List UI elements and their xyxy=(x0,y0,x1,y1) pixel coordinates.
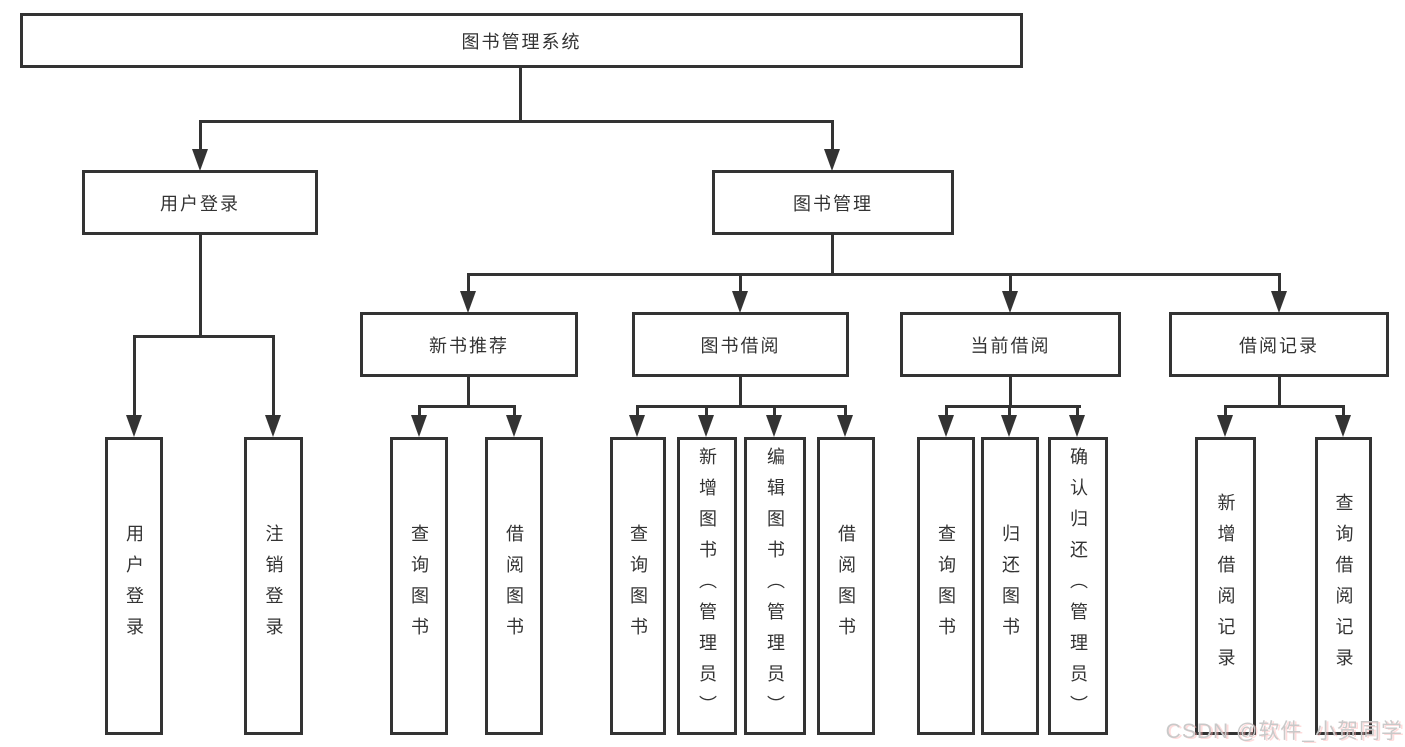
leaf-user-login-label: 用户登录 xyxy=(124,524,144,648)
connector-segment xyxy=(199,233,202,338)
leaf-current-query-books-label: 查询图书 xyxy=(936,524,956,648)
connector-segment xyxy=(945,405,948,418)
connector-segment xyxy=(1224,405,1227,418)
leaf-borrowing-borrow-books: 借阅图书 xyxy=(817,437,875,735)
arrowhead-icon xyxy=(732,291,748,313)
leaf-borrowing-add-books-admin: 新增图书（管理员） xyxy=(677,437,737,735)
connector-segment xyxy=(467,273,470,293)
arrowhead-icon xyxy=(837,415,853,437)
leaf-newbooks-borrow-books-label: 借阅图书 xyxy=(504,524,524,648)
connector-segment xyxy=(513,405,516,418)
leaf-borrowing-edit-books-admin-label: 编辑图书（管理员） xyxy=(765,446,785,726)
arrowhead-icon xyxy=(629,415,645,437)
arrowhead-icon xyxy=(506,415,522,437)
node-borrowing-records: 借阅记录 xyxy=(1169,312,1389,377)
leaf-current-confirm-return-admin-label: 确认归还（管理员） xyxy=(1068,446,1088,726)
arrowhead-icon xyxy=(698,415,714,437)
arrowhead-icon xyxy=(1217,415,1233,437)
connector-segment xyxy=(831,120,834,152)
node-root: 图书管理系统 xyxy=(20,13,1023,68)
node-book-management: 图书管理 xyxy=(712,170,954,235)
connector-segment xyxy=(945,405,1081,408)
node-new-book-recommendation: 新书推荐 xyxy=(360,312,578,377)
connector-segment xyxy=(1008,405,1011,418)
leaf-records-query-record-label: 查询借阅记录 xyxy=(1333,493,1354,679)
connector-segment xyxy=(133,335,136,417)
leaf-newbooks-borrow-books: 借阅图书 xyxy=(485,437,543,735)
arrowhead-icon xyxy=(1001,415,1017,437)
leaf-records-add-record-label: 新增借阅记录 xyxy=(1215,493,1236,679)
node-book-borrowing: 图书借阅 xyxy=(632,312,849,377)
watermark: CSDN @软件_小贺同学 xyxy=(1165,720,1403,743)
connector-segment xyxy=(272,335,275,417)
node-current-borrowing: 当前借阅 xyxy=(900,312,1121,377)
leaf-records-query-record: 查询借阅记录 xyxy=(1315,437,1372,735)
connector-segment xyxy=(1342,405,1345,418)
connector-segment xyxy=(1009,273,1012,293)
connector-segment xyxy=(1278,273,1281,293)
node-borrowing-records-label: 借阅记录 xyxy=(1239,335,1319,356)
connector-segment xyxy=(467,375,470,408)
arrowhead-icon xyxy=(766,415,782,437)
arrowhead-icon xyxy=(1002,291,1018,313)
leaf-borrowing-edit-books-admin: 编辑图书（管理员） xyxy=(744,437,806,735)
arrowhead-icon xyxy=(265,415,281,437)
connector-segment xyxy=(1076,405,1079,418)
arrowhead-icon xyxy=(1271,291,1287,313)
node-book-borrowing-label: 图书借阅 xyxy=(700,335,781,356)
leaf-current-query-books: 查询图书 xyxy=(917,437,975,735)
leaf-newbooks-query-books: 查询图书 xyxy=(390,437,448,735)
connector-segment xyxy=(636,405,639,418)
arrowhead-icon xyxy=(938,415,954,437)
node-root-label: 图书管理系统 xyxy=(461,31,582,52)
connector-segment xyxy=(636,405,846,408)
connector-segment xyxy=(739,273,742,293)
leaf-current-confirm-return-admin: 确认归还（管理员） xyxy=(1048,437,1108,735)
connector-segment xyxy=(467,273,1281,276)
leaf-borrowing-borrow-books-label: 借阅图书 xyxy=(836,524,856,648)
connector-segment xyxy=(199,120,834,123)
node-user-login-label: 用户登录 xyxy=(160,193,240,214)
leaf-newbooks-query-books-label: 查询图书 xyxy=(409,524,429,648)
leaf-current-return-books-label: 归还图书 xyxy=(1000,524,1020,648)
leaf-borrowing-add-books-admin-label: 新增图书（管理员） xyxy=(697,446,717,726)
arrowhead-icon xyxy=(1335,415,1351,437)
arrowhead-icon xyxy=(460,291,476,313)
connector-segment xyxy=(418,405,516,408)
connector-segment xyxy=(739,375,742,408)
connector-segment xyxy=(1278,375,1281,408)
leaf-user-login: 用户登录 xyxy=(105,437,163,735)
node-current-borrowing-label: 当前借阅 xyxy=(970,335,1051,356)
connector-segment xyxy=(133,335,275,338)
leaf-records-add-record: 新增借阅记录 xyxy=(1195,437,1256,735)
connector-segment xyxy=(773,405,776,418)
connector-segment xyxy=(418,405,421,418)
arrowhead-icon xyxy=(192,149,208,171)
arrowhead-icon xyxy=(126,415,142,437)
leaf-current-return-books: 归还图书 xyxy=(981,437,1039,735)
arrowhead-icon xyxy=(1069,415,1085,437)
arrowhead-icon xyxy=(411,415,427,437)
node-user-login: 用户登录 xyxy=(82,170,318,235)
connector-segment xyxy=(519,66,522,120)
node-book-management-label: 图书管理 xyxy=(793,193,873,214)
connector-segment xyxy=(199,120,202,152)
leaf-logout: 注销登录 xyxy=(244,437,303,735)
leaf-logout-label: 注销登录 xyxy=(263,524,284,648)
connector-segment xyxy=(1224,405,1345,408)
leaf-borrowing-query-books: 查询图书 xyxy=(610,437,666,735)
connector-segment xyxy=(705,405,708,418)
connector-segment xyxy=(831,233,834,275)
connector-segment xyxy=(844,405,847,418)
node-new-book-recommendation-label: 新书推荐 xyxy=(429,335,509,356)
arrowhead-icon xyxy=(824,149,840,171)
connector-segment xyxy=(1009,375,1012,408)
leaf-borrowing-query-books-label: 查询图书 xyxy=(628,524,648,648)
